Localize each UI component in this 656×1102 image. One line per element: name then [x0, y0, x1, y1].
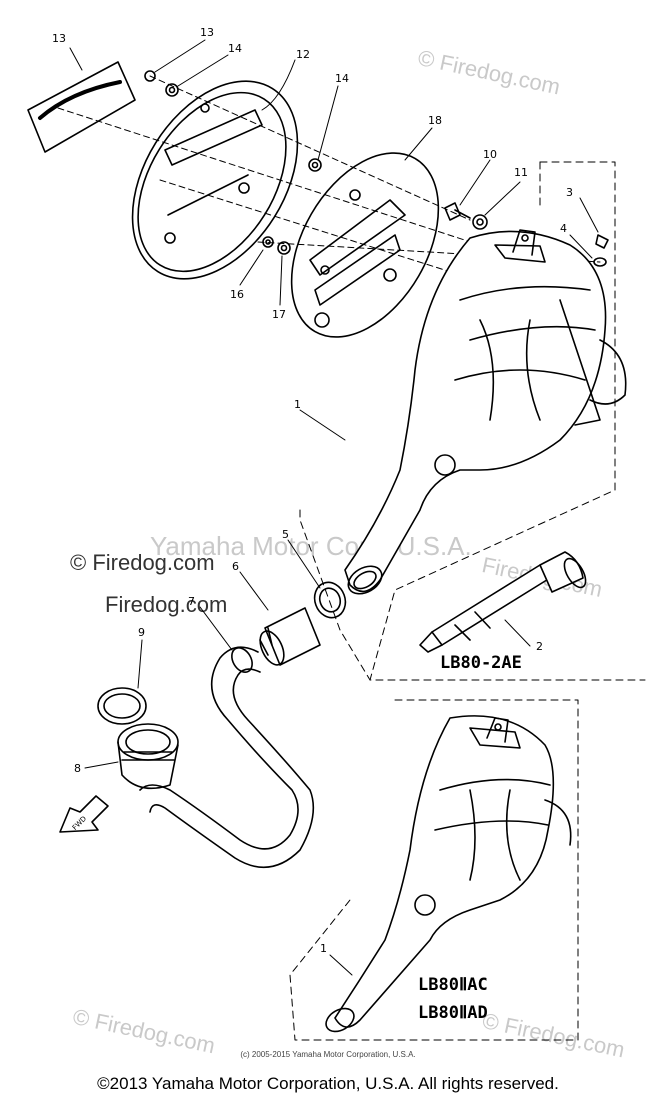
callout-9: 9	[138, 626, 145, 639]
model-label-lower-2: LB80ⅡAD	[418, 1003, 488, 1023]
callout-3: 3	[566, 186, 573, 199]
watermark-top-right: © Firedog.com	[416, 45, 563, 100]
clamp	[259, 607, 321, 666]
copyright-small: (c) 2005-2015 Yamaha Motor Corporation, …	[240, 1050, 416, 1059]
callout-6: 6	[232, 560, 239, 573]
callout-17: 17	[272, 308, 286, 321]
exhaust-pipe	[139, 646, 315, 869]
model-label-upper: LB80-2AE	[440, 653, 522, 673]
tail-pipe	[419, 551, 587, 653]
watermark-center: Yamaha Motor Corp. U.S.A.	[150, 531, 472, 561]
gasket-ring	[313, 581, 347, 619]
muffler-lower	[325, 715, 572, 1033]
callout-13: 13	[200, 26, 214, 39]
callout-14b: 14	[335, 72, 349, 85]
callout-numbers: 13 13 14 12 14 18 10 11 3 4 16 17 1 5 6 …	[52, 26, 573, 955]
model-label-lower-1: LB80ⅡAC	[418, 975, 488, 995]
callout-2: 2	[536, 640, 543, 653]
callout-5: 5	[282, 528, 289, 541]
muffler-upper	[344, 229, 627, 595]
callout-15: 13	[52, 32, 66, 45]
outer-cover	[131, 80, 299, 280]
exhaust-nut	[117, 723, 179, 790]
callout-8: 8	[74, 762, 81, 775]
group-boundary-upper	[299, 161, 646, 681]
callout-14a: 14	[228, 42, 242, 55]
watermark-left: © Firedog.com	[70, 550, 215, 575]
copyright-footer: ©2013 Yamaha Motor Corporation, U.S.A. A…	[97, 1074, 559, 1093]
group-boundary-lower	[289, 699, 579, 1041]
callout-16: 16	[230, 288, 244, 301]
callout-1-upper: 1	[294, 398, 301, 411]
callout-10: 10	[483, 148, 497, 161]
callout-4: 4	[560, 222, 567, 235]
leader-lines	[69, 39, 599, 976]
watermark-left-extra: Firedog.com	[105, 592, 227, 617]
emblem-plate	[27, 61, 136, 153]
callout-12: 12	[296, 48, 310, 61]
seal-ring	[97, 687, 147, 725]
callout-1-lower: 1	[320, 942, 327, 955]
washers-and-screws	[144, 70, 609, 267]
callout-11: 11	[514, 166, 528, 179]
callout-18: 18	[428, 114, 442, 127]
fwd-arrow	[59, 795, 109, 833]
callout-7: 7	[188, 595, 195, 608]
